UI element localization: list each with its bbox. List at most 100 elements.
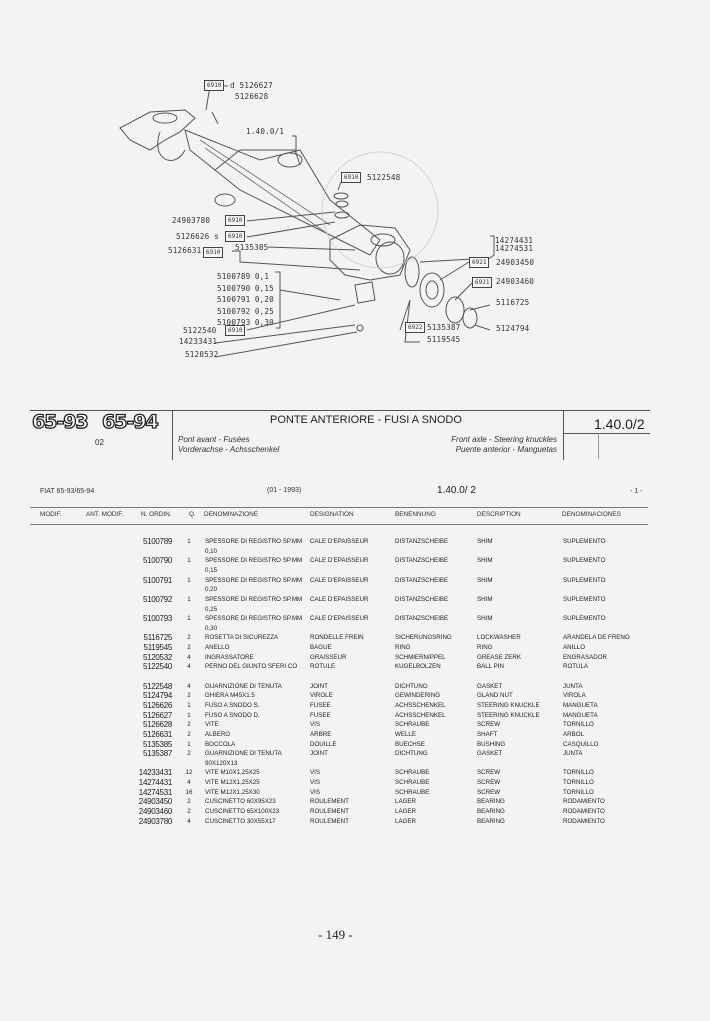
denominaciones: SUPLEMENTO [563, 557, 606, 565]
part-number: 14274531 [138, 787, 173, 797]
col-denominaciones: DENOMINACIONES [562, 511, 621, 518]
repair-tag: 6910 [225, 215, 246, 226]
designation: FUSEE [310, 701, 331, 709]
part-number: 5100789 [142, 537, 172, 546]
repair-tag: 6910 [341, 172, 362, 183]
part-number: 14274431 [138, 778, 173, 788]
callout-5126626: 5126626 s [176, 232, 219, 241]
group-number: 1.40.0/ 2 [437, 485, 476, 496]
part-number: 24903780 [138, 816, 173, 826]
part-number: 5135385 [142, 739, 172, 749]
quantity: 2 [187, 730, 191, 738]
denominaciones: ROTULA [563, 663, 589, 671]
quantity: 1 [187, 711, 191, 719]
description: GREASE ZERK [477, 653, 522, 661]
shim-thickness: 0,1 [254, 272, 270, 281]
denominaciones: TORNILLO [563, 779, 594, 787]
benennung: DISTANZSCHEIBE [395, 557, 449, 565]
designation: CALE D'EPAISSEUR [310, 615, 369, 623]
callout-14274431: 14274431 [495, 236, 534, 245]
denominaciones: ENGRASADOR [563, 653, 608, 661]
part-number: 5124794 [142, 691, 172, 701]
benennung: RING [395, 644, 411, 652]
benennung: LAGER [395, 798, 416, 806]
denominaciones: TORNILLO [563, 721, 594, 729]
denominaciones: RODAMIENTO [563, 817, 605, 825]
denominazione: GHIERA M45X1.5 [205, 692, 255, 700]
description: STEERING KNUCKLE [477, 701, 540, 709]
shim-part: 5100790 [217, 283, 251, 293]
denominazione: GUARNIZIONE DI TENUTA 90X120X13 [205, 750, 282, 767]
quantity: 2 [187, 644, 191, 652]
denominazione: ANELLO [205, 644, 230, 652]
benennung: SCHRAUBE [395, 769, 430, 777]
callout-5126627: d 5126627 [230, 81, 273, 90]
quantity: 2 [187, 750, 191, 758]
designation: ROULEMENT [310, 808, 349, 816]
designation: RONDELLE FREIN [310, 634, 364, 642]
quantity: 4 [187, 663, 191, 671]
sheet-number: - 1 - [630, 488, 643, 495]
denominaciones: RODAMIENTO [563, 798, 605, 806]
quantity: 1 [187, 576, 191, 584]
description: RING [477, 644, 493, 652]
quantity: 4 [187, 779, 191, 787]
repair-tag: 6921 [469, 257, 490, 268]
benennung: SCHMIERNIPPEL [395, 653, 446, 661]
title-fr: Pont avant - Fusées [178, 435, 250, 444]
page-title: PONTE ANTERIORE - FUSI A SNODO [270, 414, 462, 426]
designation: CALE D'EPAISSEUR [310, 576, 369, 584]
callout-5126628: 5126628 [235, 92, 269, 101]
shim-callout: 5100793 0,30 [217, 316, 274, 328]
quantity: 12 [185, 769, 193, 777]
part-number: 14233431 [138, 768, 173, 778]
denominazione: SPESSORE DI REGISTRO SP.MM 0,25 [205, 595, 303, 613]
part-number: 5126627 [142, 710, 172, 720]
callout-14274531: 14274531 [495, 244, 534, 253]
quantity: 4 [187, 682, 191, 690]
designation: VIS [310, 769, 320, 777]
quantity: 1 [187, 740, 191, 748]
callout-ref: 1.40.0/1 [246, 127, 285, 136]
denominaciones: MANGUETA [563, 711, 598, 719]
callout-5135385: 5135385 [235, 243, 269, 252]
shim-part: 5100792 [217, 306, 251, 316]
denominazione: CUSCINETTO 60X95X23 [205, 798, 276, 806]
quantity: 2 [187, 721, 191, 729]
col-qty: Q. [189, 511, 196, 518]
quantity: 1 [187, 557, 191, 565]
benennung: SCHRAUBE [395, 721, 430, 729]
callout-5124794: 5124794 [496, 324, 530, 333]
callout-24903450: 24903450 [496, 258, 535, 267]
part-number: 5126631 [142, 729, 172, 739]
denominaciones: ANILLO [563, 644, 586, 652]
repair-tag: 6910 [225, 231, 246, 242]
designation: JOINT [310, 750, 328, 758]
denominaciones: TORNILLO [563, 769, 594, 777]
denominazione: VITE M12X1,25X30 [205, 788, 260, 796]
designation: ARBRE [310, 730, 332, 738]
denominaciones: TORNILLO [563, 788, 594, 796]
designation: ROULEMENT [310, 798, 349, 806]
denominazione: SPESSORE DI REGISTRO SP.MM 0,30 [205, 615, 303, 632]
description: LOCKWASHER [477, 634, 521, 642]
description: BEARING [477, 817, 505, 825]
callout-5120532: 5120532 [185, 350, 219, 359]
part-number: 5100792 [142, 594, 172, 604]
denominazione: CUSCINETTO 65X100X23 [205, 808, 280, 816]
description: SHIM [477, 615, 493, 623]
description: SHIM [477, 538, 493, 545]
description: GASKET [477, 682, 503, 690]
part-number: 5135387 [142, 749, 172, 759]
denominaciones: SUPLEMENTO [563, 595, 606, 603]
description: BEARING [477, 808, 505, 816]
designation: FUSEE [310, 711, 331, 719]
callout-5122540: 5122540 [183, 326, 217, 335]
model-logo: 65-93 [31, 410, 89, 433]
